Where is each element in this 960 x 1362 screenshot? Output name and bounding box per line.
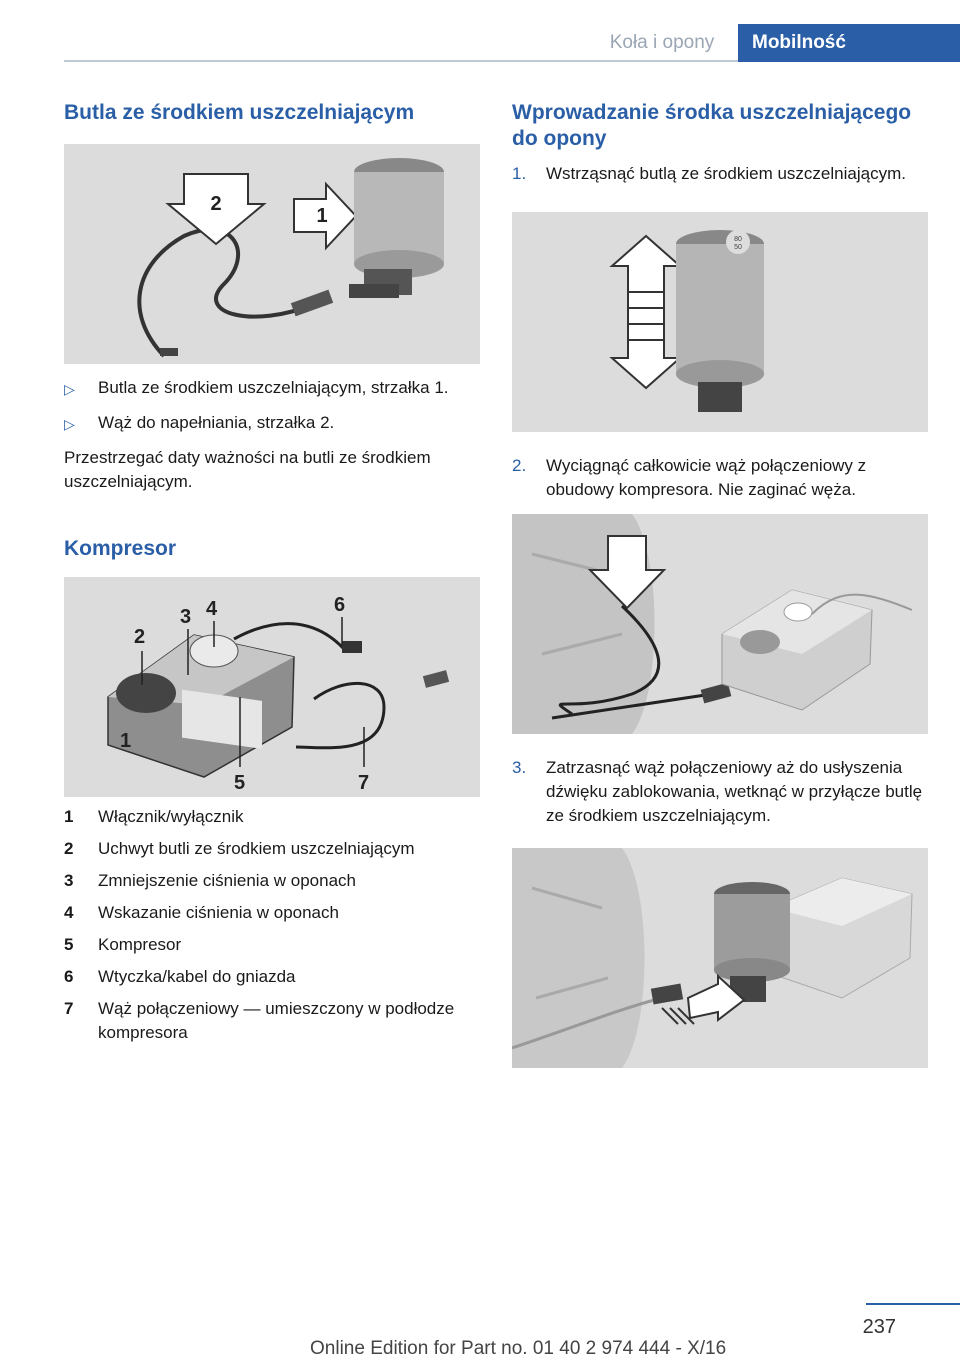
- connect-bottle-figure: [512, 848, 928, 1068]
- gauge-label-50: 50: [734, 244, 742, 251]
- fig2-label-4: 4: [206, 598, 218, 620]
- fig2-label-5: 5: [234, 772, 245, 794]
- triangle-bullet-icon: ▷: [64, 381, 75, 397]
- sealant-bottle-figure: 2 1: [64, 144, 480, 364]
- step-item: 3.Zatrzasnąć wąż połączeniowy aż do usły…: [512, 758, 923, 825]
- bullet-item: ▷ Butla ze środkiem uszczelniającym, str…: [64, 376, 480, 401]
- expiry-note: Przestrzegać daty ważności na butli ze ś…: [64, 448, 431, 491]
- right-column: Wprowadzanie środka uszczelniającego do …: [512, 100, 928, 1068]
- shake-bottle-figure: 80 50: [512, 212, 928, 432]
- compressor-figure: 1 2 3 4 5 6 7: [64, 577, 480, 797]
- fig2-label-6: 6: [334, 594, 345, 616]
- header-chapter-tab[interactable]: Mobilność: [738, 24, 960, 62]
- fig1-label-1: 1: [316, 205, 327, 227]
- step-item: 2.Wyciągnąć całkowicie wąż połączeniowy …: [512, 456, 867, 499]
- unwind-hose-figure: [512, 514, 928, 734]
- fig1-label-2: 2: [210, 193, 221, 215]
- header-section-tab[interactable]: Koła i opony: [609, 32, 715, 53]
- bullet-item: ▷ Wąż do napełniania, strzałka 2.: [64, 411, 480, 436]
- compressor-heading: Kompresor: [64, 537, 177, 560]
- page-number: 237: [862, 1316, 896, 1338]
- fig2-label-2: 2: [134, 626, 145, 648]
- triangle-bullet-icon: ▷: [64, 416, 75, 432]
- sealant-heading: Butla ze środkiem uszczelniającym: [64, 101, 415, 124]
- footer-rule: [866, 1303, 960, 1305]
- step-item: 1.Wstrząsnąć butlą ze środkiem uszczelni…: [512, 164, 906, 183]
- header-rule: [64, 60, 960, 62]
- gauge-label-80: 80: [734, 236, 742, 243]
- fig2-label-1: 1: [120, 730, 131, 752]
- left-column: Butla ze środkiem uszczelniającym 2 1 ▷ …: [64, 100, 480, 1045]
- edition-footer: Online Edition for Part no. 01 40 2 974 …: [310, 1338, 727, 1359]
- fig2-label-7: 7: [358, 772, 369, 794]
- fig2-label-3: 3: [180, 606, 191, 628]
- filling-heading: Wprowadzanie środka uszczelniającego do …: [512, 101, 912, 150]
